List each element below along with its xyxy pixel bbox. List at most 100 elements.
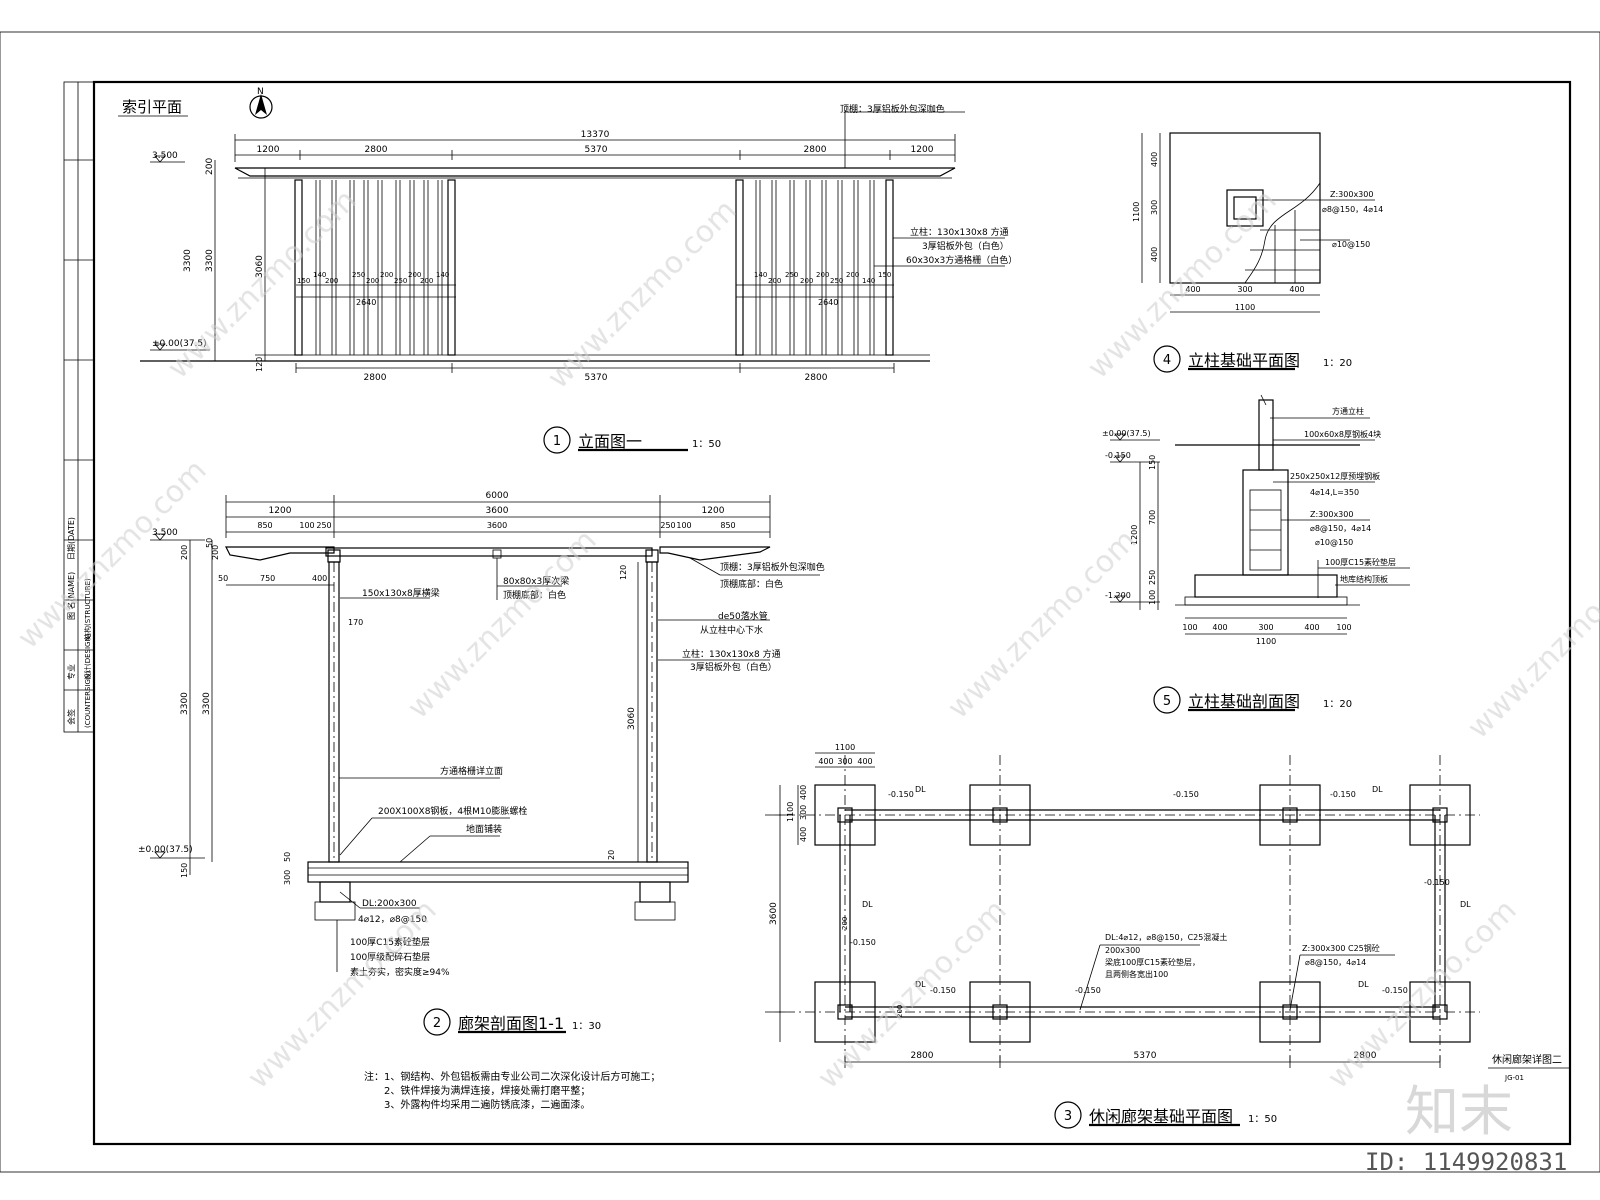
v5-ldim-1200: 1200 xyxy=(1130,525,1139,545)
v1-dim-2800b: 2800 xyxy=(804,145,827,155)
v1-dim-height: 3300 xyxy=(183,249,193,272)
v1-title: 立面图一 xyxy=(578,432,642,451)
v5-label-2: 250x250x12厚预埋钢板 xyxy=(1290,471,1380,481)
v2-label-layer1: 100厚C15素砼垫层 xyxy=(350,936,430,948)
note-3: 3、外露构件均采用二遍防锈底漆，二遍面漆。 xyxy=(384,1098,590,1111)
v1-bdim-2800b: 2800 xyxy=(805,373,828,383)
index-plan-label: 索引平面 xyxy=(122,98,182,116)
v5-ldim-150: 150 xyxy=(1148,455,1157,470)
v5-ldim-100: 100 xyxy=(1148,590,1157,605)
svg-text:200: 200 xyxy=(325,277,338,285)
v4-label-z: Z:300x300 xyxy=(1330,190,1373,199)
tb-name: 图 名(NAME) xyxy=(66,572,76,620)
v5-bdim-300: 300 xyxy=(1258,623,1273,632)
view5-column-section: ±0.00(37.5) -0.150 -1.200 1200 150 700 2… xyxy=(1102,394,1410,714)
v2-label-layer2: 100厚级配碎石垫层 xyxy=(350,951,430,963)
v1-dim-1200a: 1200 xyxy=(257,145,280,155)
v2-dim2-250a: 250 xyxy=(316,521,331,530)
v2-label-roof-bottom: 顶棚底部：白色 xyxy=(720,578,783,590)
v5-elev-2: -1.200 xyxy=(1105,591,1131,600)
v2-label-paving: 地面铺装 xyxy=(466,823,502,835)
svg-text:-0.150: -0.150 xyxy=(1382,986,1408,995)
v2-dim-400: 400 xyxy=(312,574,327,583)
v2-dim-170: 170 xyxy=(348,618,363,627)
v1-dim-3300: 3300 xyxy=(205,249,215,272)
v2-label-beam: 150x130x8厚横梁 xyxy=(362,587,440,599)
v3-dl-tag: DL xyxy=(915,785,926,794)
v2-dim2-250b: 250 xyxy=(660,521,675,530)
v2-dim-1200b: 1200 xyxy=(702,506,725,516)
v3-dl-note2: 200x300 xyxy=(1105,946,1140,955)
v1-label-cladding: 3厚铝板外包（白色） xyxy=(922,240,1009,252)
v2-label-dl-rebar: 4⌀12，⌀8@150 xyxy=(358,915,427,925)
svg-text:-0.150: -0.150 xyxy=(1075,986,1101,995)
v3-scale: 1：50 xyxy=(1248,1114,1277,1125)
svg-text:www.znzmo.com: www.znzmo.com xyxy=(241,893,444,1096)
v5-label-7: 100厚C15素砼垫层 xyxy=(1325,557,1396,567)
view4-column-plan: Z:300x300 ⌀8@150，4⌀14 ⌀10@150 1100 400 3… xyxy=(1132,132,1383,373)
v3-ldim-200b: 200 xyxy=(896,1005,904,1018)
v3-z-note: Z:300x300 C25钢砼 xyxy=(1302,943,1380,953)
v4-num: 4 xyxy=(1163,353,1171,368)
v3-bdim-2800b: 2800 xyxy=(1354,1051,1377,1061)
svg-text:DL: DL xyxy=(1460,900,1471,909)
v1-grille-dims-right: 140 200 250 200 200 250 200 140 150 xyxy=(754,271,891,285)
v5-label-4: Z:300x300 xyxy=(1310,510,1353,519)
brand-logo: 知末 xyxy=(1405,1080,1513,1143)
v5-bdim-100a: 100 xyxy=(1182,623,1197,632)
v1-dim-120: 120 xyxy=(255,357,264,372)
v1-elev-top: 3.500 xyxy=(152,151,178,161)
svg-text:250: 250 xyxy=(394,277,407,285)
svg-text:200: 200 xyxy=(408,271,421,279)
svg-text:200: 200 xyxy=(800,277,813,285)
v5-label-3: 4⌀14,L=350 xyxy=(1310,488,1359,497)
v3-z-rebar: ⌀8@150，4⌀14 xyxy=(1305,958,1366,967)
v2-dim-50a: 50 xyxy=(218,574,228,583)
svg-text:140: 140 xyxy=(313,271,326,279)
v4-ldim-300: 300 xyxy=(1150,200,1159,215)
v4-label-rebar: ⌀8@150，4⌀14 xyxy=(1322,205,1383,214)
v2-dim2-3600: 3600 xyxy=(487,521,507,530)
v2-dim-6000: 6000 xyxy=(486,491,509,501)
svg-text:200: 200 xyxy=(380,271,393,279)
svg-text:250: 250 xyxy=(352,271,365,279)
svg-text:www.znzmo.com: www.znzmo.com xyxy=(941,523,1144,726)
v5-bdim-400a: 400 xyxy=(1212,623,1227,632)
v1-grille-total-left: 2640 xyxy=(356,298,376,307)
v4-bdim-400b: 400 xyxy=(1289,285,1304,294)
v2-label-layer3: 素土夯实，密实度≥94% xyxy=(350,966,450,978)
image-id: ID: 1149920831 xyxy=(1365,1148,1567,1176)
svg-text:-0.150: -0.150 xyxy=(1330,790,1356,799)
note-1: 1、钢结构、外包铝板需由专业公司二次深化设计后方可施工； xyxy=(384,1070,660,1083)
tb-design: 设计(DESIGN) xyxy=(83,633,92,680)
v4-bdim-300: 300 xyxy=(1237,285,1252,294)
north-arrow-icon: N xyxy=(249,87,273,119)
tb-structure: 结构(STRUCTURE) xyxy=(83,578,92,640)
note-2: 2、铁件焊接为满焊连接，焊接处需打磨平整； xyxy=(384,1084,590,1097)
v2-label-plate: 200X100X8钢板，4根M10膨胀螺栓 xyxy=(378,805,527,817)
v3-ldim-200a: 200 xyxy=(841,917,849,930)
v2-dim-120: 120 xyxy=(619,565,628,580)
svg-text:-0.150: -0.150 xyxy=(888,790,914,799)
v2-title: 廊架剖面图1-1 xyxy=(458,1014,564,1033)
v3-dim-400b: 400 xyxy=(857,757,872,766)
v4-ldim-400a: 400 xyxy=(1150,152,1159,167)
v3-bdim-2800a: 2800 xyxy=(911,1051,934,1061)
v2-dim-50b: 50 xyxy=(205,538,214,548)
v2-label-secondary: 80x80x3厚次梁 xyxy=(503,575,569,587)
v2-dim-50c: 50 xyxy=(283,852,292,862)
v5-label-1: 100x60x8厚钢板4块 xyxy=(1304,429,1381,439)
v5-num: 5 xyxy=(1163,694,1171,709)
svg-text:140: 140 xyxy=(436,271,449,279)
svg-text:www.znzmo.com: www.znzmo.com xyxy=(401,523,604,726)
v2-dim-3600: 3600 xyxy=(486,506,509,516)
v1-elev-base: ±0.00(37.5) xyxy=(152,339,207,349)
view1-elevation: 13370 1200 2800 5370 2800 1200 xyxy=(140,103,1017,454)
v1-dim-1200b: 1200 xyxy=(911,145,934,155)
svg-text:-0.150: -0.150 xyxy=(1173,790,1199,799)
v3-bdim-5370: 5370 xyxy=(1134,1051,1157,1061)
v4-title: 立柱基础平面图 xyxy=(1188,351,1300,370)
sheet-no: JG-01 xyxy=(1504,1074,1524,1082)
view3-foundation-plan: 1100 400 300 400 1100 400 300 400 3600 2… xyxy=(765,743,1480,1129)
v3-title: 休闲廊架基础平面图 xyxy=(1089,1107,1233,1126)
